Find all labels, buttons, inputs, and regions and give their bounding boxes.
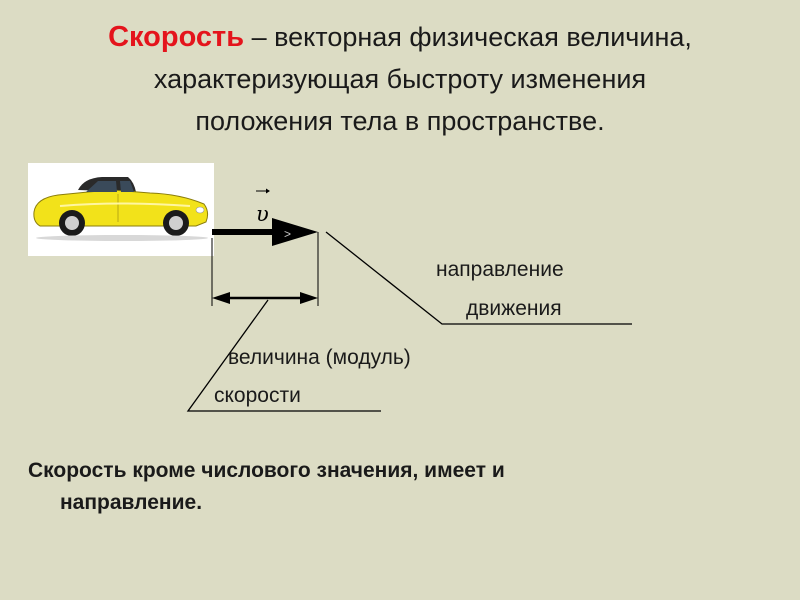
direction-label-line2: движения	[466, 297, 562, 320]
vector-symbol: υ	[256, 202, 269, 226]
title-line2: характеризующая быстроту изменения	[153, 64, 647, 94]
note-line1: Скорость кроме числового значения, имеет…	[28, 459, 505, 482]
car-icon	[28, 163, 214, 256]
magnitude-label-line1: величина (модуль)	[228, 346, 411, 369]
title-line1: – векторная физическая величина,	[244, 22, 692, 52]
magnitude-label-line2: скорости	[214, 384, 301, 407]
vector-overline-arrow-icon	[256, 188, 270, 194]
magnitude-arrowhead-right	[300, 292, 318, 304]
magnitude-arrowhead-left	[212, 292, 230, 304]
direction-label-line1: направление	[436, 258, 564, 281]
magnitude-leader-line	[186, 299, 381, 412]
title-term: Скорость	[108, 21, 245, 53]
velocity-vector-head	[272, 218, 318, 246]
note-text: Скорость кроме числового значения, имеет…	[28, 455, 668, 519]
slide-title: Скорость – векторная физическая величина…	[0, 16, 800, 142]
arrow-head-mark: >	[284, 227, 291, 241]
title-line3: положения тела в пространстве.	[195, 106, 605, 136]
note-line2: направление.	[60, 491, 203, 514]
direction-leader-line	[325, 231, 632, 325]
